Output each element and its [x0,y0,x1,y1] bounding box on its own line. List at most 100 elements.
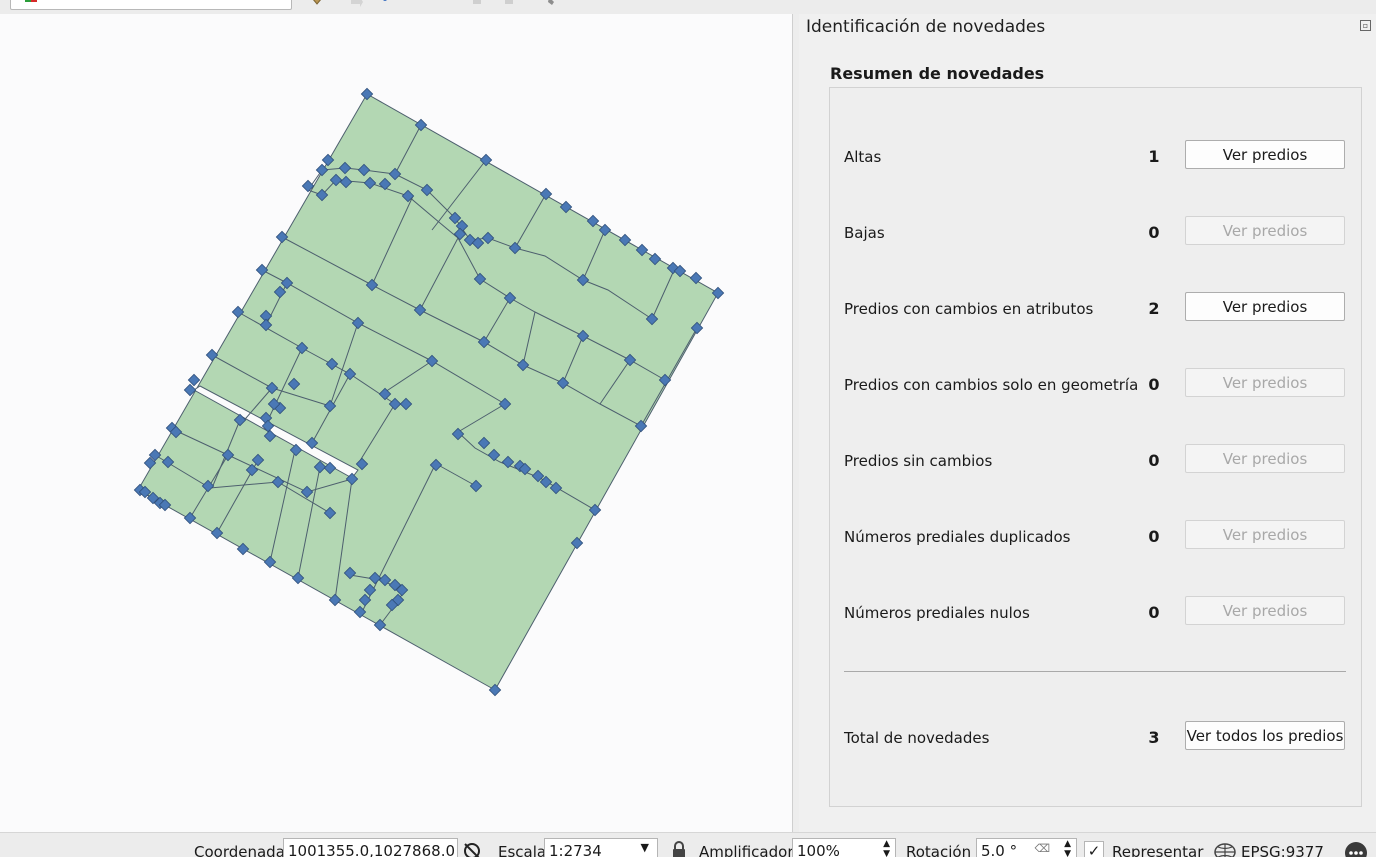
vertex-marker[interactable] [313,460,327,474]
vertex-marker[interactable] [473,272,487,286]
vertex-marker[interactable] [161,455,175,469]
vertex-marker[interactable] [363,176,377,190]
vertex-marker[interactable] [453,227,467,241]
vertex-marker[interactable] [368,571,382,585]
parcel-map[interactable] [0,14,792,832]
vertex-marker[interactable] [378,177,392,191]
vertex-marker[interactable] [343,367,357,381]
ver-predios-sin-cambios-button[interactable]: Ver predios [1185,444,1345,473]
vertex-marker[interactable] [245,463,259,477]
vertex-marker[interactable] [498,397,512,411]
vertex-marker[interactable] [471,236,485,250]
clear-icon[interactable]: ⌫ [1034,842,1050,855]
vertex-marker[interactable] [255,263,269,277]
vertex-marker[interactable] [711,286,725,300]
vertex-marker[interactable] [236,542,250,556]
vertex-marker[interactable] [261,419,275,433]
vertex-marker[interactable] [658,373,672,387]
vertex-marker[interactable] [263,429,277,443]
vertex-marker[interactable] [488,683,502,697]
vertex-marker[interactable] [429,458,443,472]
vertex-marker[interactable] [451,427,465,441]
vertex-marker[interactable] [259,309,273,323]
vertex-marker[interactable] [623,353,637,367]
vertex-marker[interactable] [231,305,245,319]
vertex-marker[interactable] [414,118,428,132]
vertex-marker[interactable] [518,462,532,476]
render-checkbox[interactable]: ✓ [1084,841,1104,857]
toolbar-clear-icon[interactable] [470,0,484,8]
ver-predios-bajas-button[interactable]: Ver predios [1185,216,1345,245]
ver-predios-altas-button[interactable]: Ver predios [1185,140,1345,169]
vertex-marker[interactable] [648,252,662,266]
vertex-marker[interactable] [539,187,553,201]
vertex-marker[interactable] [378,387,392,401]
vertex-marker[interactable] [148,448,162,462]
vertex-marker[interactable] [338,161,352,175]
vertex-marker[interactable] [634,419,648,433]
vertex-marker[interactable] [183,383,197,397]
vertex-marker[interactable] [315,188,329,202]
vertex-marker[interactable] [690,321,704,335]
toggle-extents-icon[interactable] [462,841,484,857]
vertex-marker[interactable] [358,593,372,607]
vertex-marker[interactable] [187,373,201,387]
toolbar-tool-icon[interactable] [310,0,324,8]
vertex-marker[interactable] [487,448,501,462]
vertex-marker[interactable] [323,399,337,413]
vertex-marker[interactable] [420,183,434,197]
layer-selector[interactable] [10,0,292,10]
vertex-marker[interactable] [301,179,315,193]
toolbar-edit-icon[interactable] [382,0,396,8]
magnifier-spinbox[interactable]: 100% ▲▼ [792,838,896,857]
ver-predios-duplicados-button[interactable]: Ver predios [1185,520,1345,549]
rotation-spinbox[interactable]: 5.0 ° ⌫ ▲▼ [976,838,1077,857]
panel-splitter[interactable] [793,14,799,832]
vertex-marker[interactable] [363,583,377,597]
vertex-marker[interactable] [689,271,703,285]
vertex-marker[interactable] [273,285,287,299]
vertex-marker[interactable] [635,243,649,257]
toolbar-arrow-icon[interactable] [350,0,364,8]
vertex-marker[interactable] [353,605,367,619]
vertex-marker[interactable] [291,571,305,585]
vertex-marker[interactable] [339,175,353,189]
vertex-marker[interactable] [388,167,402,181]
vertex-marker[interactable] [251,453,265,467]
vertex-marker[interactable] [413,303,427,317]
vertex-marker[interactable] [378,573,392,587]
vertex-marker[interactable] [275,230,289,244]
vertex-marker[interactable] [598,223,612,237]
vertex-marker[interactable] [401,189,415,203]
vertex-marker[interactable] [323,506,337,520]
toolbar-digitize-icon[interactable] [546,0,560,8]
vertex-marker[interactable] [265,381,279,395]
vertex-marker[interactable] [169,425,183,439]
vertex-marker[interactable] [259,318,273,332]
vertex-marker[interactable] [143,456,157,470]
vertex-marker[interactable] [360,87,374,101]
vertex-marker[interactable] [479,153,493,167]
vertex-marker[interactable] [321,153,335,167]
vertex-marker[interactable] [300,485,314,499]
vertex-marker[interactable] [549,481,563,495]
vertex-marker[interactable] [158,498,172,512]
vertex-marker[interactable] [501,455,515,469]
vertex-marker[interactable] [355,457,369,471]
vertex-marker[interactable] [351,316,365,330]
ver-predios-nulos-button[interactable]: Ver predios [1185,596,1345,625]
vertex-marker[interactable] [576,329,590,343]
vertex-marker[interactable] [280,276,294,290]
vertex-marker[interactable] [210,526,224,540]
vertex-marker[interactable] [481,231,495,245]
vertex-marker[interactable] [263,555,277,569]
vertex-marker[interactable] [373,618,387,632]
ver-predios-cambios-geometria-button[interactable]: Ver predios [1185,368,1345,397]
vertex-marker[interactable] [385,598,399,612]
vertex-marker[interactable] [531,469,545,483]
vertex-marker[interactable] [539,475,553,489]
vertex-marker[interactable] [388,397,402,411]
lock-icon[interactable] [670,841,688,857]
vertex-marker[interactable] [289,443,303,457]
vertex-marker[interactable] [516,358,530,372]
